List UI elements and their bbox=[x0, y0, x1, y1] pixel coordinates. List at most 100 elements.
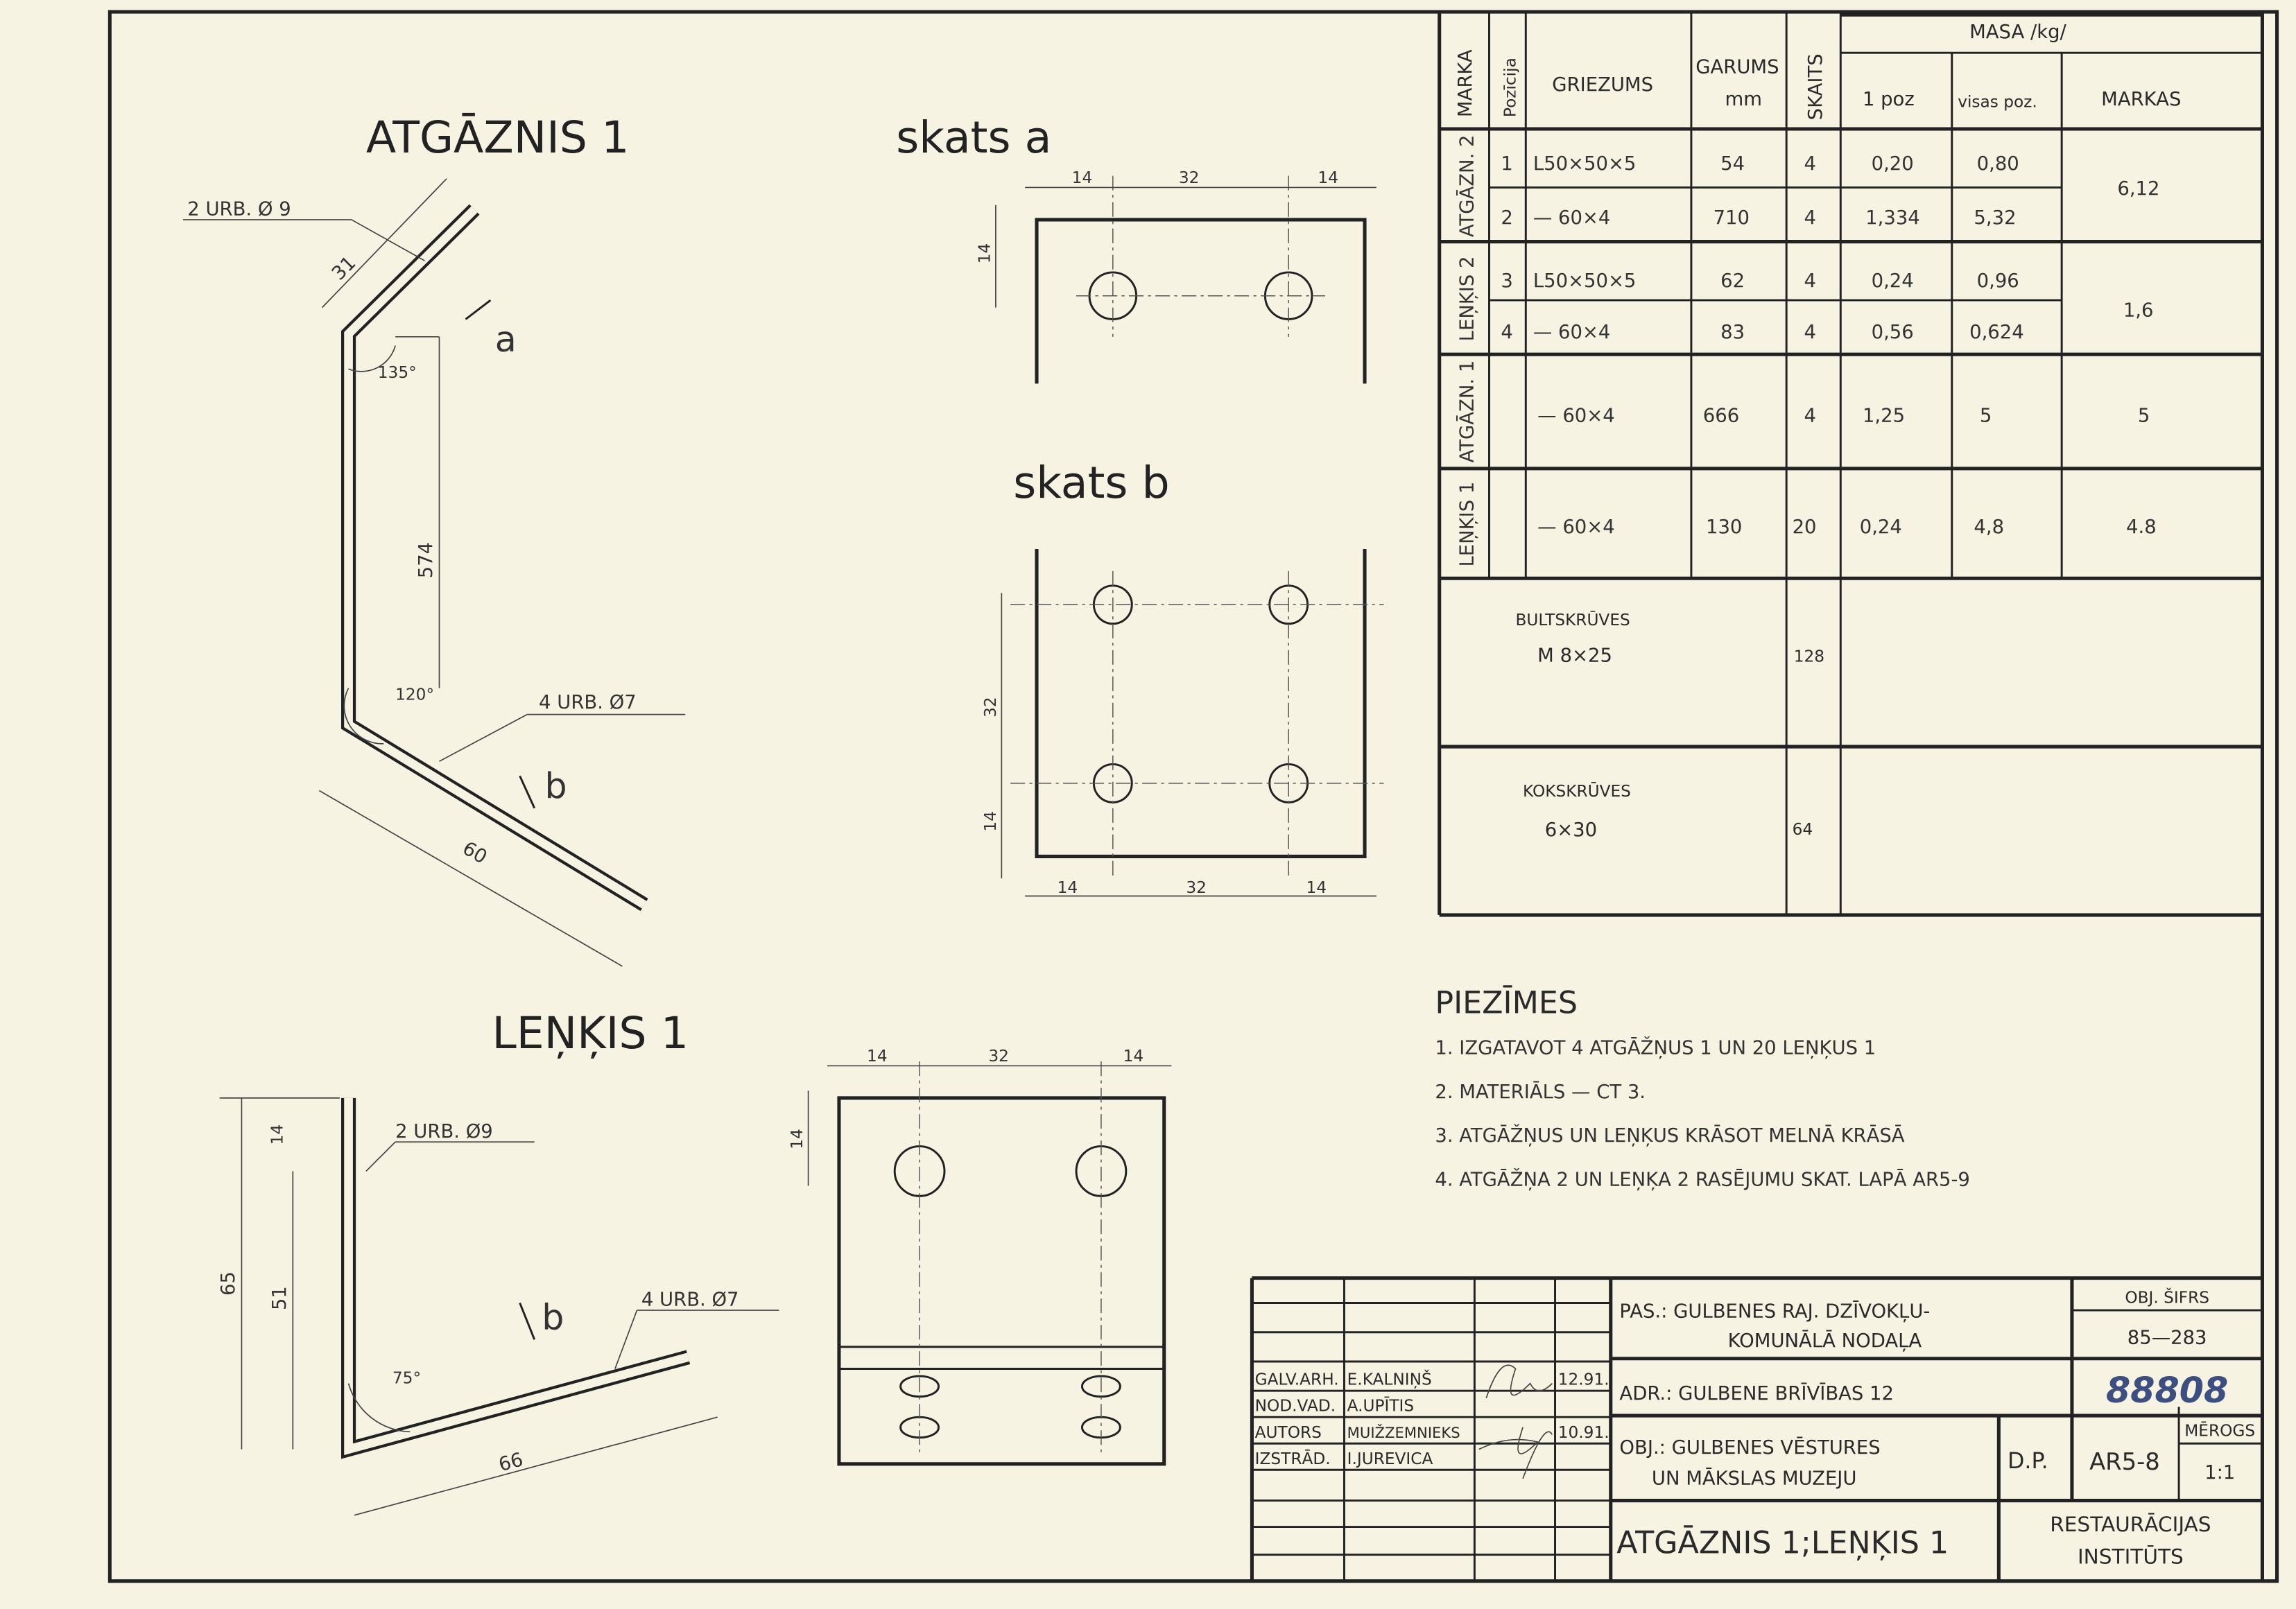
dim-51: 51 bbox=[269, 1286, 291, 1310]
organization: INSTITŪTS bbox=[2078, 1544, 2184, 1568]
note-item: 3. ATGĀŽŅUS UN LEŅĶUS KRĀSOT MELNĀ KRĀSĀ bbox=[1435, 1124, 1904, 1147]
marka-cell: ATGĀZN. 1 bbox=[1456, 360, 1478, 463]
header-garums: GARUMS bbox=[1695, 57, 1779, 78]
table-cell: 20 bbox=[1793, 516, 1817, 538]
dim-holes-top: 2 URB. Ø9 bbox=[395, 1121, 493, 1142]
notes-heading: PIEZĪMES bbox=[1435, 984, 1578, 1020]
fastener-count: 128 bbox=[1794, 647, 1824, 666]
note-item: 4. ATGĀŽŅA 2 UN LEŅĶA 2 RASĒJUMU SKAT. L… bbox=[1435, 1169, 1969, 1191]
view-mark-a: a bbox=[495, 319, 517, 360]
note-item: 1. IZGATAVOT 4 ATGĀŽŅUS 1 UN 20 LEŅĶUS 1 bbox=[1435, 1037, 1876, 1059]
table-row: — 60×4 666 4 1,25 5 bbox=[1537, 405, 1992, 426]
table-row: 3 L50×50×5 62 4 0,24 0,96 bbox=[1501, 270, 2019, 292]
dim-holes-top: 2 URB. Ø 9 bbox=[187, 199, 291, 220]
view-mark-b: b bbox=[542, 1297, 564, 1338]
table-cell: 130 bbox=[1706, 516, 1742, 538]
table-cell: L50×50×5 bbox=[1533, 153, 1637, 175]
dim-14: 14 bbox=[1058, 878, 1078, 897]
date: 12.91. bbox=[1558, 1371, 1609, 1389]
marka-cell: ATGĀZN. 2 bbox=[1456, 135, 1478, 238]
project-info: PAS.: GULBENES RAJ. DZĪVOKĻU- KOMUNĀLĀ N… bbox=[1616, 1288, 2255, 1569]
dim-32: 32 bbox=[1179, 168, 1200, 187]
fasteners: BULTSKRŪVES M 8×25 128 KOKSKRŪVES 6×30 6… bbox=[1516, 611, 1825, 841]
table-cell: 4 bbox=[1804, 405, 1816, 426]
table-cell: 4 bbox=[1804, 270, 1816, 292]
table-row: 4 — 60×4 83 4 0,56 0,624 bbox=[1501, 322, 2023, 343]
address: ADR.: GULBENE BRĪVĪBAS 12 bbox=[1619, 1383, 1894, 1404]
skats-a-title: skats a bbox=[896, 112, 1051, 163]
table-cell: 0,624 bbox=[1969, 322, 2024, 343]
table-cell: 1,334 bbox=[1865, 207, 1920, 229]
dim-holes-bottom: 4 URB. Ø7 bbox=[539, 692, 637, 713]
dim-angle-120: 120° bbox=[395, 686, 434, 704]
atgaznis-1-drawing: ATGĀZNIS 1 2 URB. Ø 9 31 135° 574 120° 4… bbox=[182, 112, 686, 967]
lenkis-title: LEŅĶIS 1 bbox=[492, 1007, 689, 1059]
note-item: 2. MATERIĀLS — CT 3. bbox=[1435, 1081, 1646, 1103]
header-skaits: SKAITS bbox=[1805, 53, 1827, 120]
table-cell: 0,80 bbox=[1977, 153, 2019, 175]
lenkis-1-view: 14 32 14 14 bbox=[788, 1047, 1172, 1466]
object-code-label: OBJ. ŠIFRS bbox=[2125, 1288, 2209, 1307]
table-cell: 4,8 bbox=[1974, 516, 2004, 538]
marka-cell: LEŅĶIS 1 bbox=[1456, 482, 1478, 567]
table-row: 2 — 60×4 710 4 1,334 5,32 bbox=[1501, 207, 2016, 229]
role: GALV.ARH. bbox=[1255, 1371, 1339, 1389]
dim-14: 14 bbox=[867, 1047, 888, 1066]
object-code: 85—283 bbox=[2127, 1328, 2207, 1349]
table-cell: 0,24 bbox=[1872, 270, 1914, 292]
dim-32: 32 bbox=[988, 1047, 1009, 1066]
header-visas-poz: visas poz. bbox=[1958, 92, 2037, 111]
design-stage: D.P. bbox=[2008, 1449, 2048, 1474]
dim-32: 32 bbox=[1186, 878, 1207, 897]
date: 10.91. bbox=[1558, 1423, 1609, 1442]
dim-65: 65 bbox=[218, 1271, 239, 1296]
sheet-border bbox=[107, 10, 2279, 1583]
role: NOD.VAD. bbox=[1255, 1397, 1336, 1416]
table-cell: 5 bbox=[1980, 405, 1992, 426]
table-row: — 60×4 130 20 0,24 4,8 bbox=[1537, 516, 2004, 538]
fastener-count: 64 bbox=[1793, 820, 1813, 839]
client-line: KOMUNĀLĀ NODAĻA bbox=[1728, 1330, 1922, 1352]
skats-b-view: skats b 32 14 14 32 14 bbox=[981, 457, 1384, 897]
header-griezums: GRIEZUMS bbox=[1552, 74, 1653, 96]
table-cell: 83 bbox=[1720, 322, 1745, 343]
signature bbox=[1478, 1364, 1553, 1479]
stamp-number: 88808 bbox=[2106, 1370, 2228, 1411]
dim-32: 32 bbox=[981, 697, 1000, 717]
dim-14: 14 bbox=[981, 811, 1000, 832]
table-cell: 1,25 bbox=[1863, 405, 1905, 426]
markas-total: 4.8 bbox=[2126, 516, 2157, 538]
table-row: 1 L50×50×5 54 4 0,20 0,80 bbox=[1501, 153, 2019, 175]
dim-angle-135: 135° bbox=[378, 363, 417, 382]
fastener-name: KOKSKRŪVES bbox=[1523, 782, 1631, 801]
dim-14: 14 bbox=[1306, 878, 1327, 897]
view-mark-b: b bbox=[545, 765, 567, 806]
scale-label: MĒROGS bbox=[2184, 1422, 2255, 1441]
dim-14: 14 bbox=[1072, 168, 1093, 187]
notes: PIEZĪMES 1. IZGATAVOT 4 ATGĀŽŅUS 1 UN 20… bbox=[1435, 984, 1969, 1190]
sheet-number: AR5-8 bbox=[2089, 1448, 2160, 1475]
name: E.KALNIŅŠ bbox=[1347, 1370, 1432, 1389]
table-cell: 4 bbox=[1804, 207, 1816, 229]
table-cell: 3 bbox=[1501, 270, 1512, 292]
dim-holes-bottom: 4 URB. Ø7 bbox=[641, 1289, 739, 1311]
header-marka: MARKA bbox=[1455, 49, 1476, 117]
material-table: MARKA Pozīcija GRIEZUMS GARUMS mm SKAITS… bbox=[1438, 12, 2264, 1581]
header-markas: MARKAS bbox=[2101, 89, 2181, 110]
table-cell: 2 bbox=[1501, 207, 1512, 229]
marka-cell: LEŅĶIS 2 bbox=[1456, 256, 1478, 342]
name: I.JUREVICA bbox=[1347, 1450, 1433, 1468]
table-cell: — 60×4 bbox=[1533, 322, 1611, 343]
table-cell: 0,56 bbox=[1872, 322, 1914, 343]
table-cell: 4 bbox=[1501, 322, 1512, 343]
table-cell: 4 bbox=[1804, 153, 1816, 175]
table-cell: 5,32 bbox=[1974, 207, 2016, 229]
header-masa: MASA /kg/ bbox=[1969, 21, 2066, 43]
dim-14: 14 bbox=[788, 1129, 806, 1149]
table-cell: 0,20 bbox=[1872, 153, 1914, 175]
table-cell: 4 bbox=[1804, 322, 1816, 343]
skats-b-title: skats b bbox=[1013, 457, 1170, 508]
client-line: PAS.: GULBENES RAJ. DZĪVOKĻU- bbox=[1619, 1301, 1930, 1323]
header-garums-unit: mm bbox=[1725, 89, 1761, 110]
header-1-poz: 1 poz bbox=[1863, 89, 1915, 110]
